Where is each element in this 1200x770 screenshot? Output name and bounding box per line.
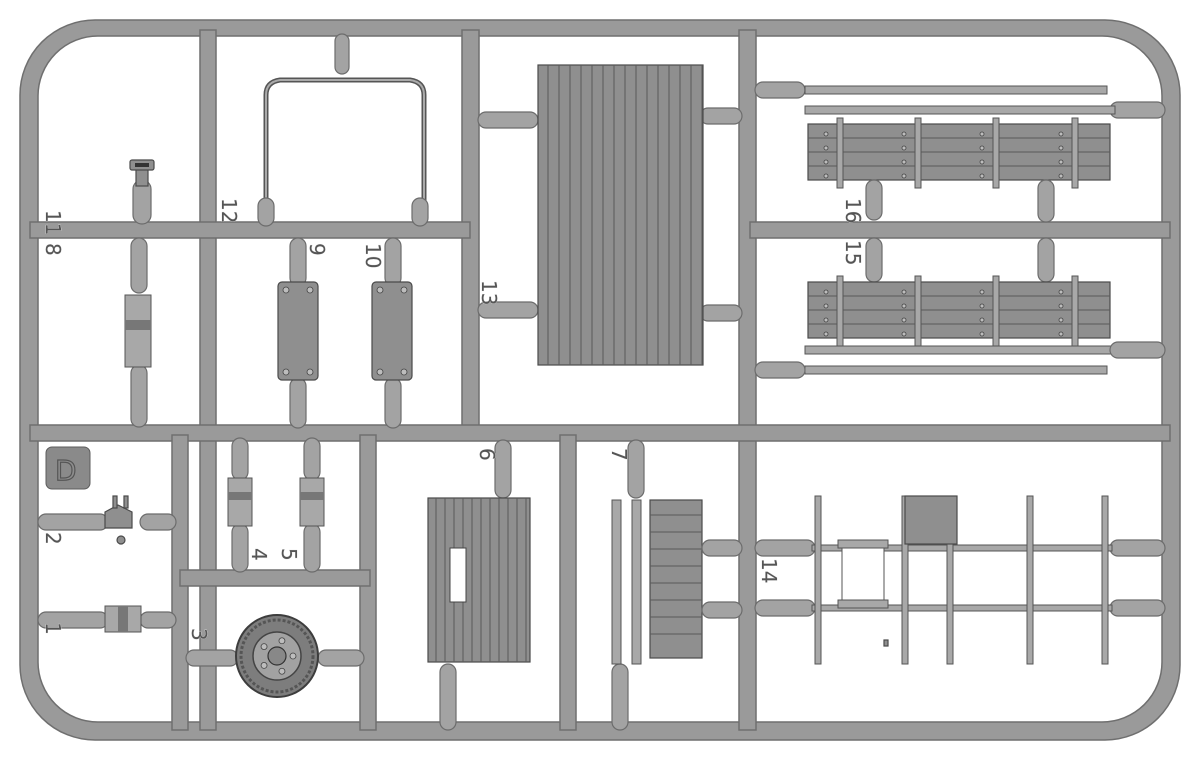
part-1: 1 <box>37 605 177 635</box>
part-4: 4 <box>227 437 271 573</box>
part-3: 3 <box>185 614 365 698</box>
part-number-12: 12 <box>217 198 241 223</box>
part-number-10: 10 <box>361 243 385 268</box>
part-6: 6 <box>427 439 531 731</box>
part-14: 14 <box>754 495 1166 665</box>
part-number-13: 13 <box>477 280 501 305</box>
sprue-letter-tag: D <box>45 446 91 490</box>
part-15: 15 <box>754 237 1166 379</box>
part-number-4: 4 <box>247 548 271 561</box>
part-8: 8 <box>41 237 152 428</box>
part-number-9: 9 <box>305 243 329 256</box>
part-number-1: 1 <box>41 622 65 635</box>
part-number-16: 16 <box>841 198 865 223</box>
part-12: 12 <box>217 33 429 227</box>
part-2: 2 <box>37 495 177 545</box>
part-number-8: 8 <box>41 243 65 256</box>
part-11: 11 <box>41 159 155 236</box>
part-number-7: 7 <box>607 448 631 461</box>
part-16: 16 <box>754 81 1166 224</box>
part-number-15: 15 <box>841 240 865 265</box>
part-number-11: 11 <box>41 210 65 235</box>
part-number-2: 2 <box>41 532 65 545</box>
part-number-14: 14 <box>757 558 781 583</box>
part-9: 9 <box>277 237 329 429</box>
part-number-3: 3 <box>187 628 211 641</box>
outer-frame <box>19 19 1181 741</box>
inner-runners <box>29 29 1171 731</box>
part-5: 5 <box>277 437 325 573</box>
sprue-letter: D <box>55 454 77 487</box>
part-13: 13 <box>477 64 743 366</box>
part-10: 10 <box>361 237 413 429</box>
part-number-5: 5 <box>277 548 301 561</box>
part-number-6: 6 <box>475 448 499 461</box>
part-7: 7 <box>607 439 743 731</box>
